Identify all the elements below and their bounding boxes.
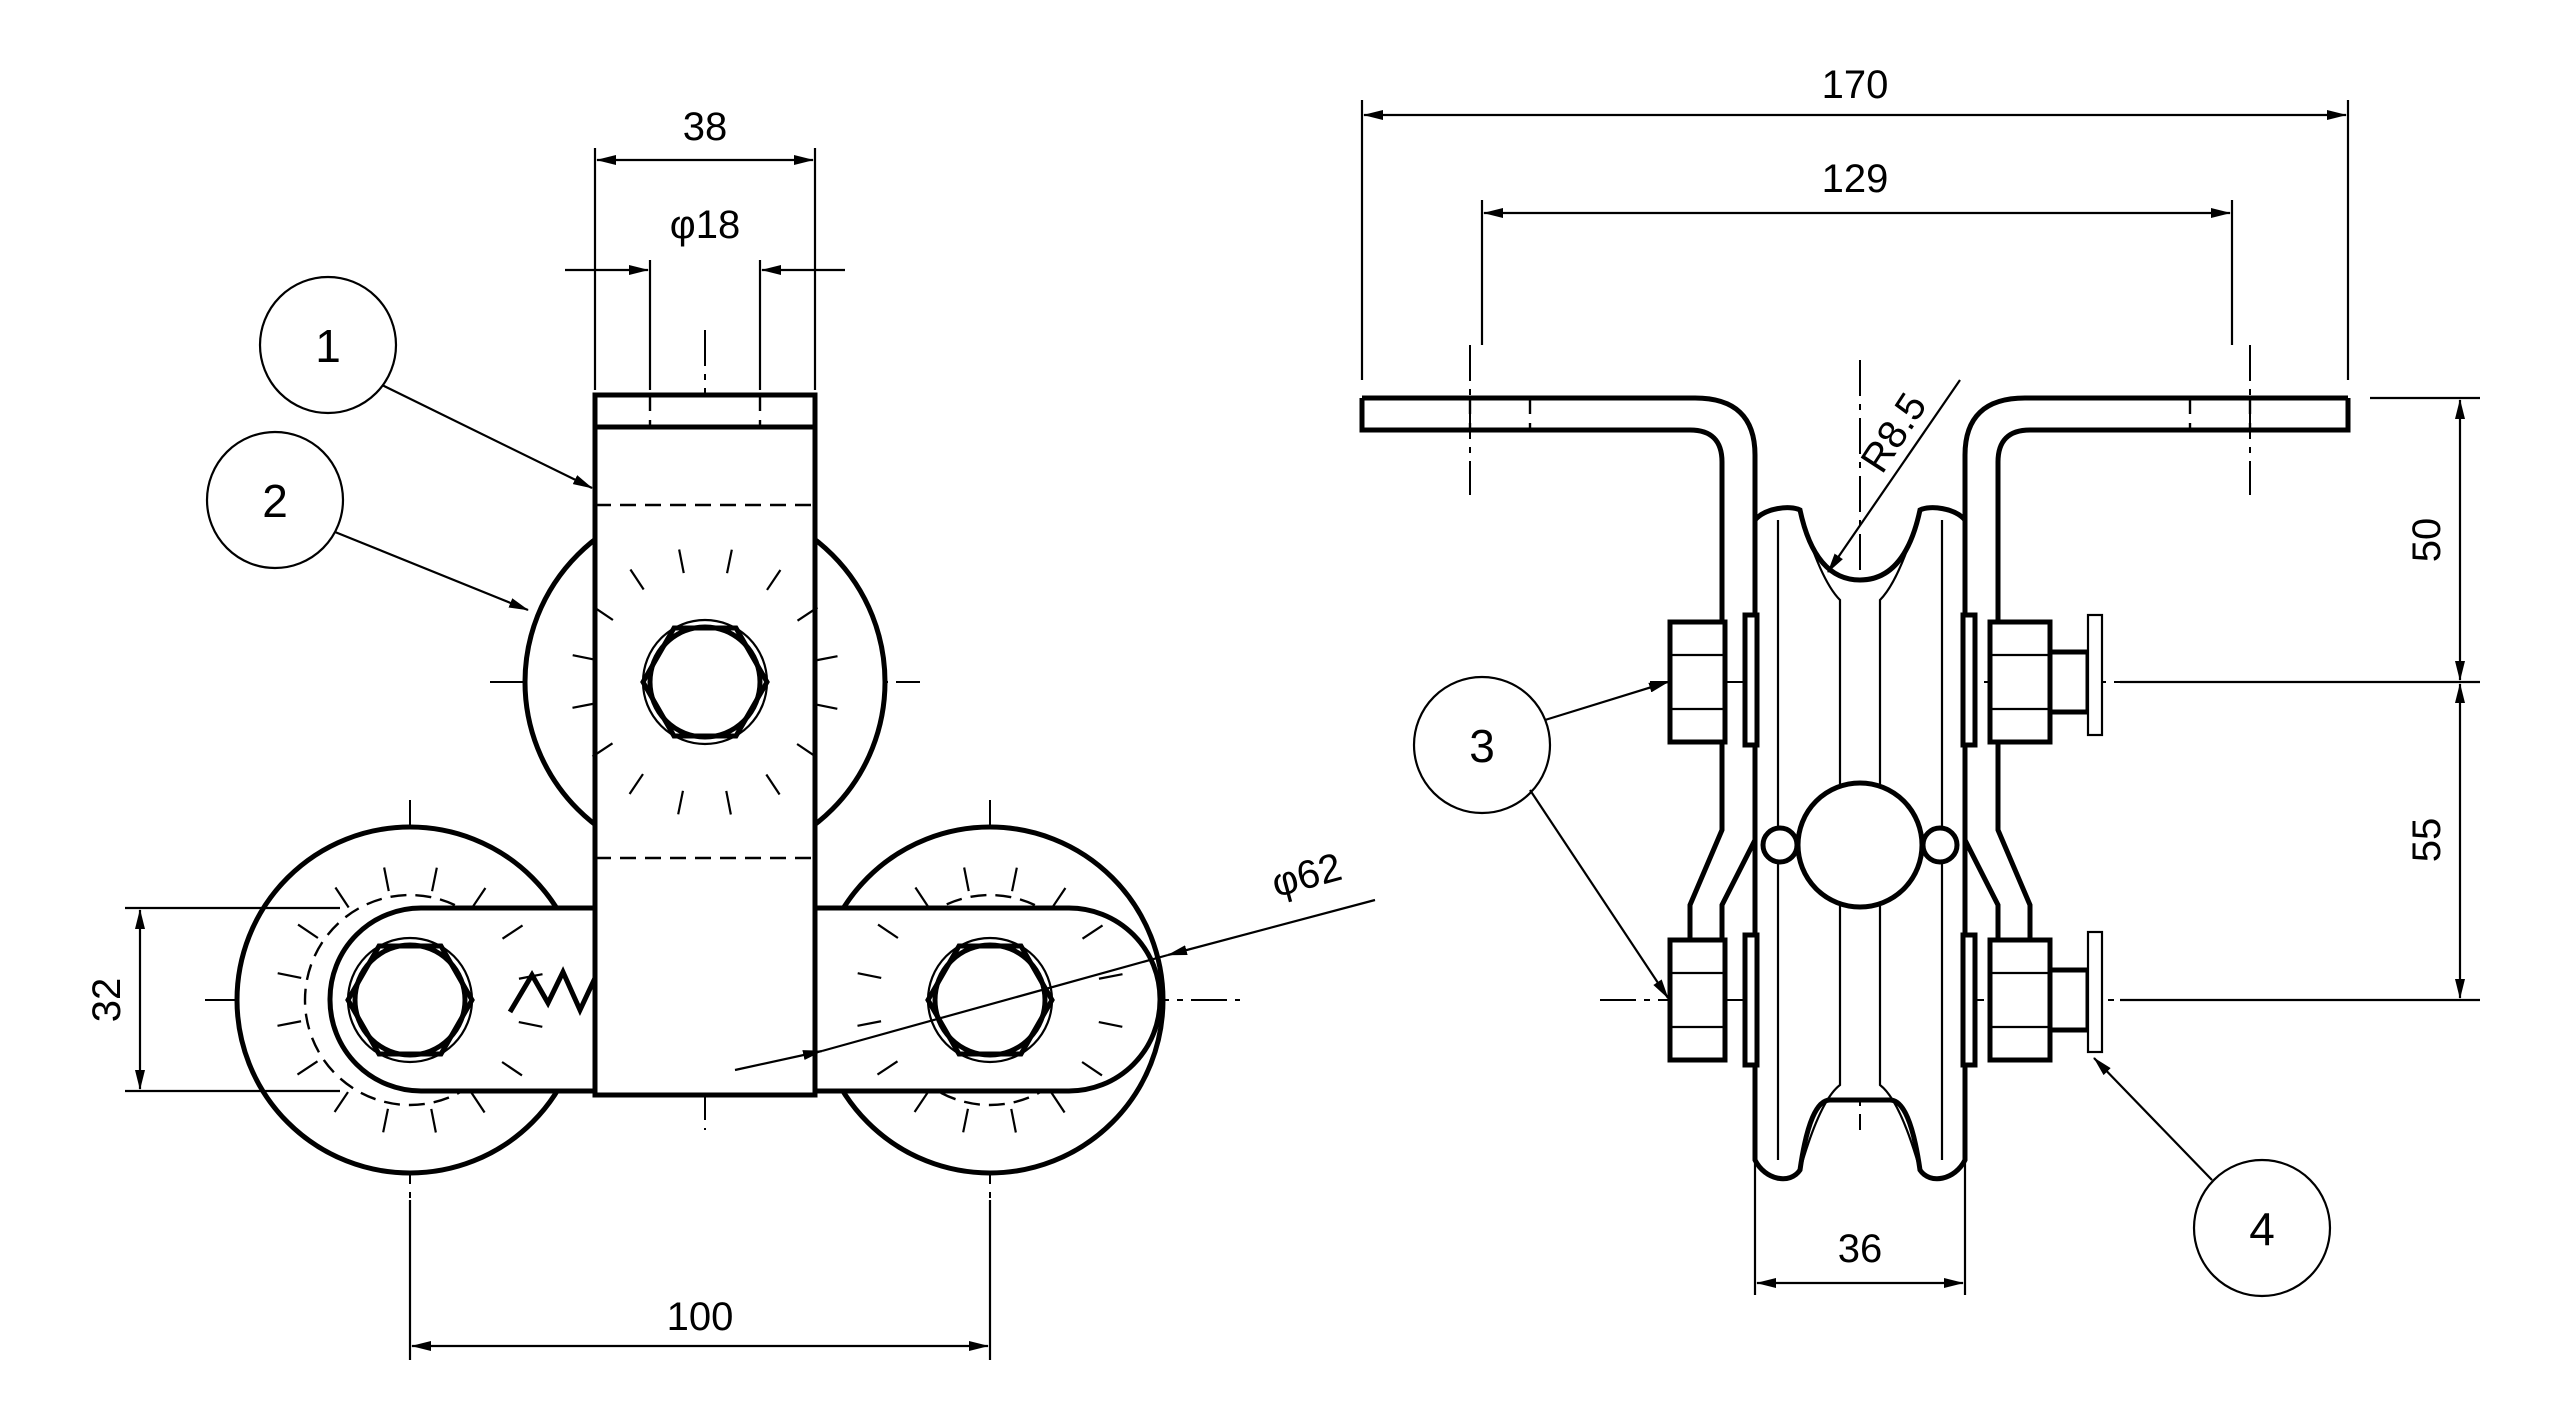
dim-50-55: 50 55 <box>2120 396 2480 1002</box>
weld-tick <box>1010 1108 1017 1133</box>
weld-tick <box>877 923 899 939</box>
balloon-3: 3 <box>1412 675 1669 999</box>
balloon-1-label: 1 <box>315 320 341 372</box>
balloon-4: 4 <box>2093 1057 2332 1298</box>
weld-tick <box>470 1091 486 1114</box>
weld-tick <box>796 606 819 622</box>
balloon-1: 1 <box>258 275 593 489</box>
weld-tick <box>766 569 782 591</box>
dim-55-label: 55 <box>2405 818 2449 863</box>
weld-tick <box>813 655 838 662</box>
weld-tick <box>501 924 524 940</box>
nut-top-right <box>1987 613 2104 745</box>
weld-tick <box>430 1108 437 1133</box>
weld-tick <box>628 773 644 795</box>
weld-tick <box>382 1108 390 1133</box>
dim-phi18: φ18 <box>565 203 845 390</box>
washers <box>1742 612 1978 1068</box>
weld-tick <box>333 1091 349 1113</box>
weld-tick <box>857 972 882 980</box>
weld-tick <box>677 790 685 815</box>
dim-32: 32 <box>85 906 340 1093</box>
balloon-2-label: 2 <box>262 475 288 527</box>
weld-tick <box>296 1060 319 1076</box>
weld-tick <box>813 702 838 710</box>
hex-nut-left <box>345 936 475 1064</box>
weld-tick <box>857 1020 882 1027</box>
balloon-3-label: 3 <box>1469 720 1495 772</box>
weld-tick <box>471 887 487 909</box>
weld-tick <box>678 549 685 574</box>
weld-tick <box>963 867 970 892</box>
weld-tick <box>962 1108 970 1133</box>
weld-tick <box>876 1060 899 1076</box>
weld-tick <box>1010 867 1018 892</box>
dim-129-label: 129 <box>1822 157 1889 201</box>
weld-tick <box>501 1061 523 1077</box>
weld-tick <box>1081 1061 1103 1077</box>
weld-tick <box>518 1020 543 1028</box>
weld-tick <box>572 654 597 662</box>
weld-tick <box>334 886 350 909</box>
bolt-head-bottom-left <box>1667 937 1728 1063</box>
dim-129: 129 <box>1480 157 2234 345</box>
dim-36-label: 36 <box>1838 1227 1883 1271</box>
balloon-2: 2 <box>205 430 529 612</box>
weld-tick <box>591 742 614 758</box>
weld-tick <box>1081 924 1104 940</box>
weld-tick <box>725 549 733 574</box>
dim-phi18-label: φ18 <box>670 203 740 247</box>
hex-nut-top <box>640 618 770 746</box>
weld-tick <box>913 1091 929 1113</box>
grooved-pulley <box>1752 505 1968 1182</box>
weld-tick <box>1051 887 1067 909</box>
weld-tick <box>592 605 614 621</box>
weld-tick <box>277 1020 302 1027</box>
side-view: 170 129 R8.5 50 55 36 <box>1359 63 2480 1298</box>
weld-tick <box>1098 1020 1123 1028</box>
dim-32-label: 32 <box>85 978 129 1023</box>
dim-38-label: 38 <box>683 105 728 149</box>
weld-tick <box>765 773 781 796</box>
weld-tick <box>725 790 732 815</box>
break-line <box>507 966 598 1017</box>
weld-tick <box>383 867 390 892</box>
weld-tick <box>1098 973 1123 980</box>
dim-170: 170 <box>1360 63 2350 380</box>
balloon-4-label: 4 <box>2249 1203 2275 1255</box>
bolt-head-top-left <box>1667 619 1728 745</box>
dim-36: 36 <box>1753 1110 1967 1295</box>
weld-tick <box>914 886 930 909</box>
weld-tick <box>1050 1091 1066 1114</box>
weld-tick <box>572 702 597 709</box>
weld-tick <box>629 568 645 591</box>
weld-tick <box>796 743 818 759</box>
dim-phi62-label: φ62 <box>1267 845 1346 906</box>
dim-50-label: 50 <box>2405 518 2449 563</box>
front-view: 38 φ18 32 100 φ62 <box>85 105 1376 1360</box>
dim-100: 100 <box>408 1200 992 1360</box>
dim-100-label: 100 <box>667 1295 734 1339</box>
weld-tick <box>277 972 302 980</box>
weld-tick <box>430 867 438 892</box>
hex-nut-right <box>925 936 1055 1064</box>
dim-170-label: 170 <box>1822 63 1889 107</box>
weld-marks <box>277 549 1123 1133</box>
weld-tick <box>297 923 319 939</box>
nut-bottom-right <box>1987 930 2104 1063</box>
